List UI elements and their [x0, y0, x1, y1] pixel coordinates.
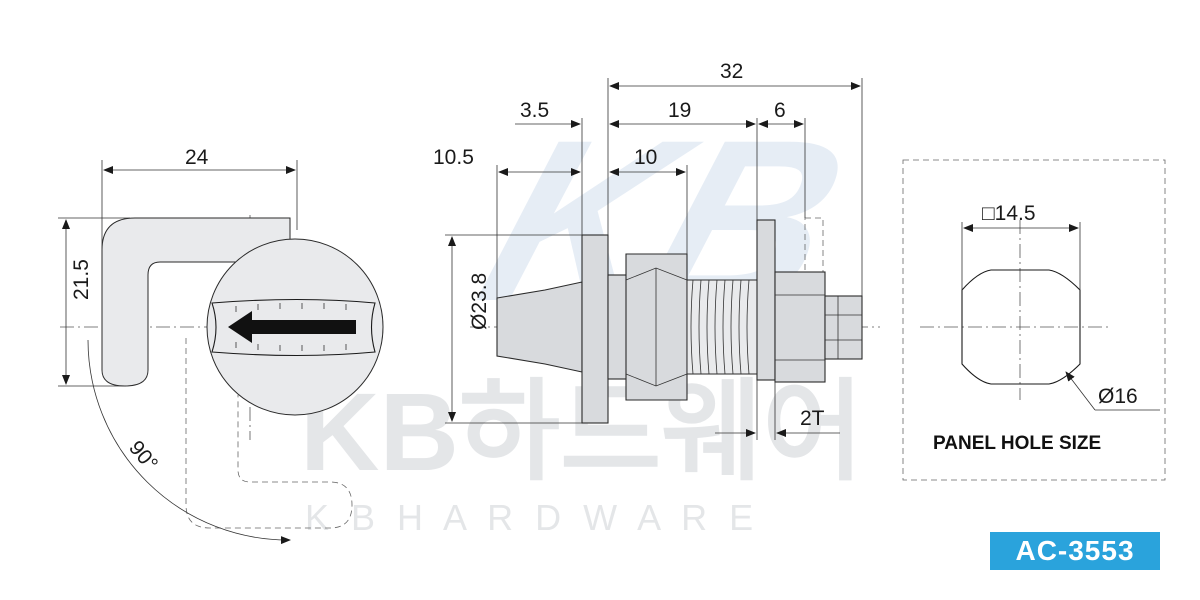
panel-hole-label: PANEL HOLE SIZE: [933, 433, 1101, 454]
height-dim-21-5: 21.5: [70, 259, 93, 300]
hex-nut: [625, 253, 688, 401]
end-square: [824, 295, 863, 360]
square-size-dim: □14.5: [982, 202, 1036, 225]
front-flange: [581, 234, 609, 424]
left-arrow-icon: [228, 311, 356, 343]
panel-thickness-dim: 2T: [800, 407, 825, 430]
panel-hole-box: □14.5 Ø16 PANEL HOLE SIZE: [902, 159, 1166, 481]
model-code-badge: AC-3553: [990, 532, 1160, 570]
panel-hole-outline: [961, 269, 1081, 385]
end-length-dim: 6: [774, 99, 786, 122]
flange-offset-dim: 3.5: [520, 99, 549, 122]
diameter-dim: Ø23.8: [468, 273, 491, 330]
panel-plate: [756, 219, 776, 381]
front-view: 90° 24 21.5: [58, 146, 384, 545]
nose-length-dim: 10.5: [433, 146, 474, 169]
key-slot: [211, 298, 376, 357]
watermark-brand-english: K B H A R D W A R E: [305, 497, 759, 538]
width-dim-24: 24: [185, 146, 209, 169]
thread-length-dim: 19: [668, 99, 691, 122]
nut-length-dim: 10: [634, 146, 657, 169]
thread: [686, 279, 758, 375]
rotated-cam-outline: [185, 338, 353, 529]
rotation-angle-label: 90°: [124, 436, 162, 475]
side-view: 32 3.5 19 6 10.5 10 Ø23.8 2T: [433, 60, 880, 440]
total-length-dim: 32: [720, 60, 743, 83]
nose-cone: [496, 281, 583, 373]
circle-diameter-dim: Ø16: [1098, 385, 1138, 408]
